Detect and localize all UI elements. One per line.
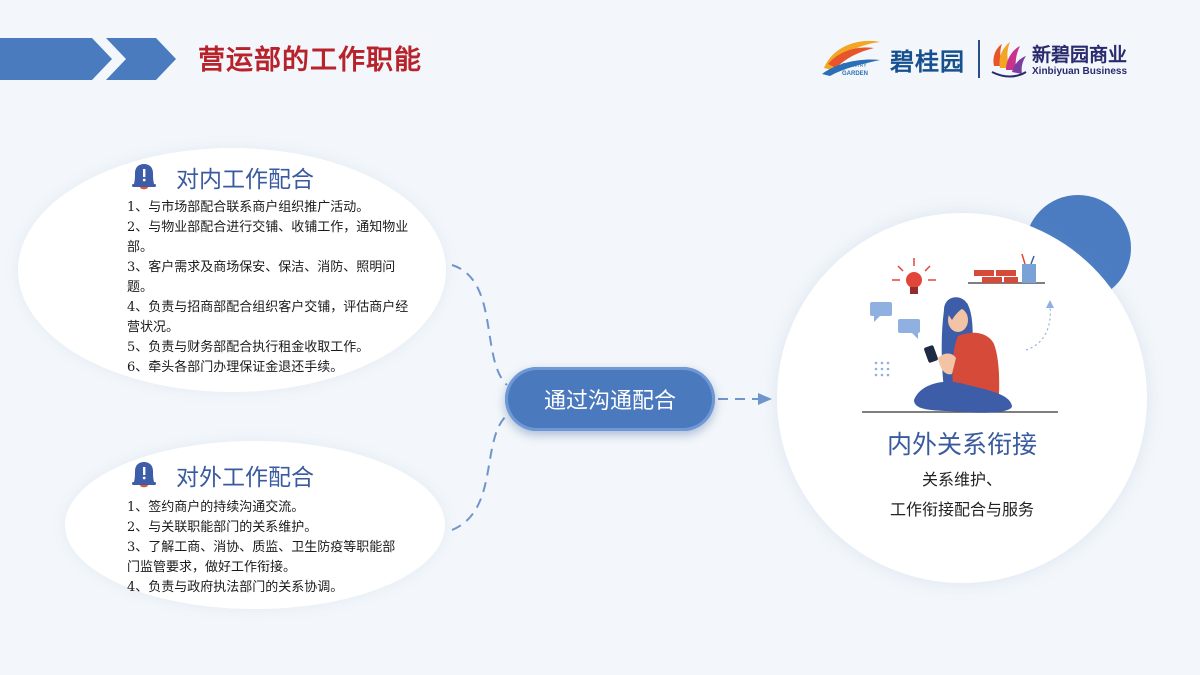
internal-bubble — [18, 148, 446, 392]
external-list: 1、签约商户的持续沟通交流。 2、与关联职能部门的关系维护。 3、了解工商、消协… — [127, 498, 407, 598]
woman-figure — [914, 297, 1012, 413]
external-header: 对外工作配合 — [130, 458, 314, 492]
country-garden-mark-text-2: GARDEN — [842, 71, 868, 77]
list-item: 3、了解工商、消协、质监、卫生防疫等职能部门监管要求，做好工作衔接。 — [127, 540, 396, 575]
logo-divider — [978, 40, 980, 78]
chat-bubble-icon — [870, 302, 920, 339]
header-arrows — [0, 38, 176, 80]
woman-using-phone-illustration — [862, 253, 1058, 413]
xinbiyuan-name: 新碧园商业 — [1032, 44, 1128, 66]
internal-list: 1、与市场部配合联系商户组织推广活动。 2、与物业部配合进行交铺、收铺工作，通知… — [127, 198, 412, 378]
external-title: 对外工作配合 — [176, 465, 314, 491]
center-pill: 通过沟通配合 — [505, 367, 715, 431]
header-arrow-right — [106, 38, 176, 80]
connector-arrowhead — [758, 393, 772, 405]
list-item: 3、客户需求及商场保安、保洁、消防、照明问题。 — [127, 260, 396, 295]
list-item: 2、与物业部配合进行交铺、收铺工作，通知物业部。 — [127, 220, 409, 255]
shelf-icon — [968, 253, 1045, 284]
result-line-2: 工作衔接配合与服务 — [889, 500, 1034, 519]
result-line-1: 关系维护、 — [921, 470, 1002, 489]
internal-title: 对内工作配合 — [176, 167, 314, 193]
list-item: 4、负责与招商部配合组织客户交铺，评估商户经营状况。 — [127, 300, 409, 335]
header-arrow-left — [0, 38, 112, 80]
country-garden-name: 碧桂园 — [890, 48, 965, 76]
result-title: 内外关系衔接 — [886, 430, 1037, 459]
xinbiyuan-english-name: Xinbiyuan Business — [1032, 66, 1128, 77]
list-item: 4、负责与政府执法部门的关系协调。 — [127, 580, 344, 595]
list-item: 6、牵头各部门办理保证金退还手续。 — [127, 360, 344, 375]
page-title: 营运部的工作职能 — [198, 45, 422, 76]
bell-icon — [132, 462, 156, 488]
list-item: 1、签约商户的持续沟通交流。 — [127, 500, 305, 515]
list-item: 1、与市场部配合联系商户组织推广活动。 — [127, 200, 370, 215]
internal-header: 对内工作配合 — [130, 160, 314, 194]
country-garden-logo-icon: COUNTRY GARDEN — [822, 40, 880, 77]
logo-area: COUNTRY GARDEN 碧桂园 新碧园商业 Xinbiyuan Busin… — [818, 34, 1138, 84]
xinbiyuan-logo-icon — [991, 42, 1027, 78]
bell-icon — [132, 164, 156, 190]
list-item: 2、与关联职能部门的关系维护。 — [127, 520, 318, 535]
external-bubble — [65, 441, 445, 609]
lightbulb-icon — [892, 258, 936, 294]
dots-decoration — [874, 361, 890, 377]
list-item: 5、负责与财务部配合执行租金收取工作。 — [127, 340, 370, 355]
connector-external — [451, 414, 508, 531]
dotted-arrow-decoration — [1025, 305, 1051, 351]
connector-internal — [451, 264, 508, 386]
country-garden-mark-text-1: COUNTRY — [842, 63, 867, 69]
